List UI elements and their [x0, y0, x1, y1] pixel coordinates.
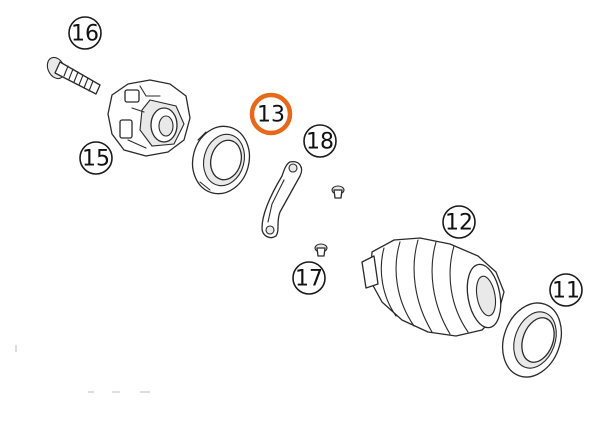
part-11-ring	[502, 302, 562, 378]
part-12-boot	[361, 237, 505, 337]
part-18-screw	[331, 185, 345, 199]
ring-seal	[191, 125, 251, 195]
callout-12[interactable]: 12	[442, 205, 476, 239]
callout-11[interactable]: 11	[549, 273, 583, 307]
faint-marks	[15, 345, 150, 393]
callout-16[interactable]: 16	[68, 16, 102, 50]
part-13-clip	[261, 161, 303, 239]
part-15-housing	[107, 79, 191, 157]
callout-12-label: 12	[445, 211, 473, 236]
part-17-screw	[314, 243, 328, 257]
callout-11-label: 11	[552, 279, 580, 304]
callout-17-label: 17	[295, 267, 323, 292]
callout-17[interactable]: 17	[292, 261, 326, 295]
callout-16-label: 16	[71, 22, 99, 47]
callout-13[interactable]: 13	[249, 92, 293, 136]
callout-18[interactable]: 18	[303, 124, 337, 158]
callout-18-label: 18	[306, 130, 334, 155]
callout-15[interactable]: 15	[79, 141, 113, 175]
callout-13-label: 13	[257, 103, 285, 128]
part-16-screw	[46, 56, 101, 95]
callout-15-label: 15	[82, 147, 110, 172]
